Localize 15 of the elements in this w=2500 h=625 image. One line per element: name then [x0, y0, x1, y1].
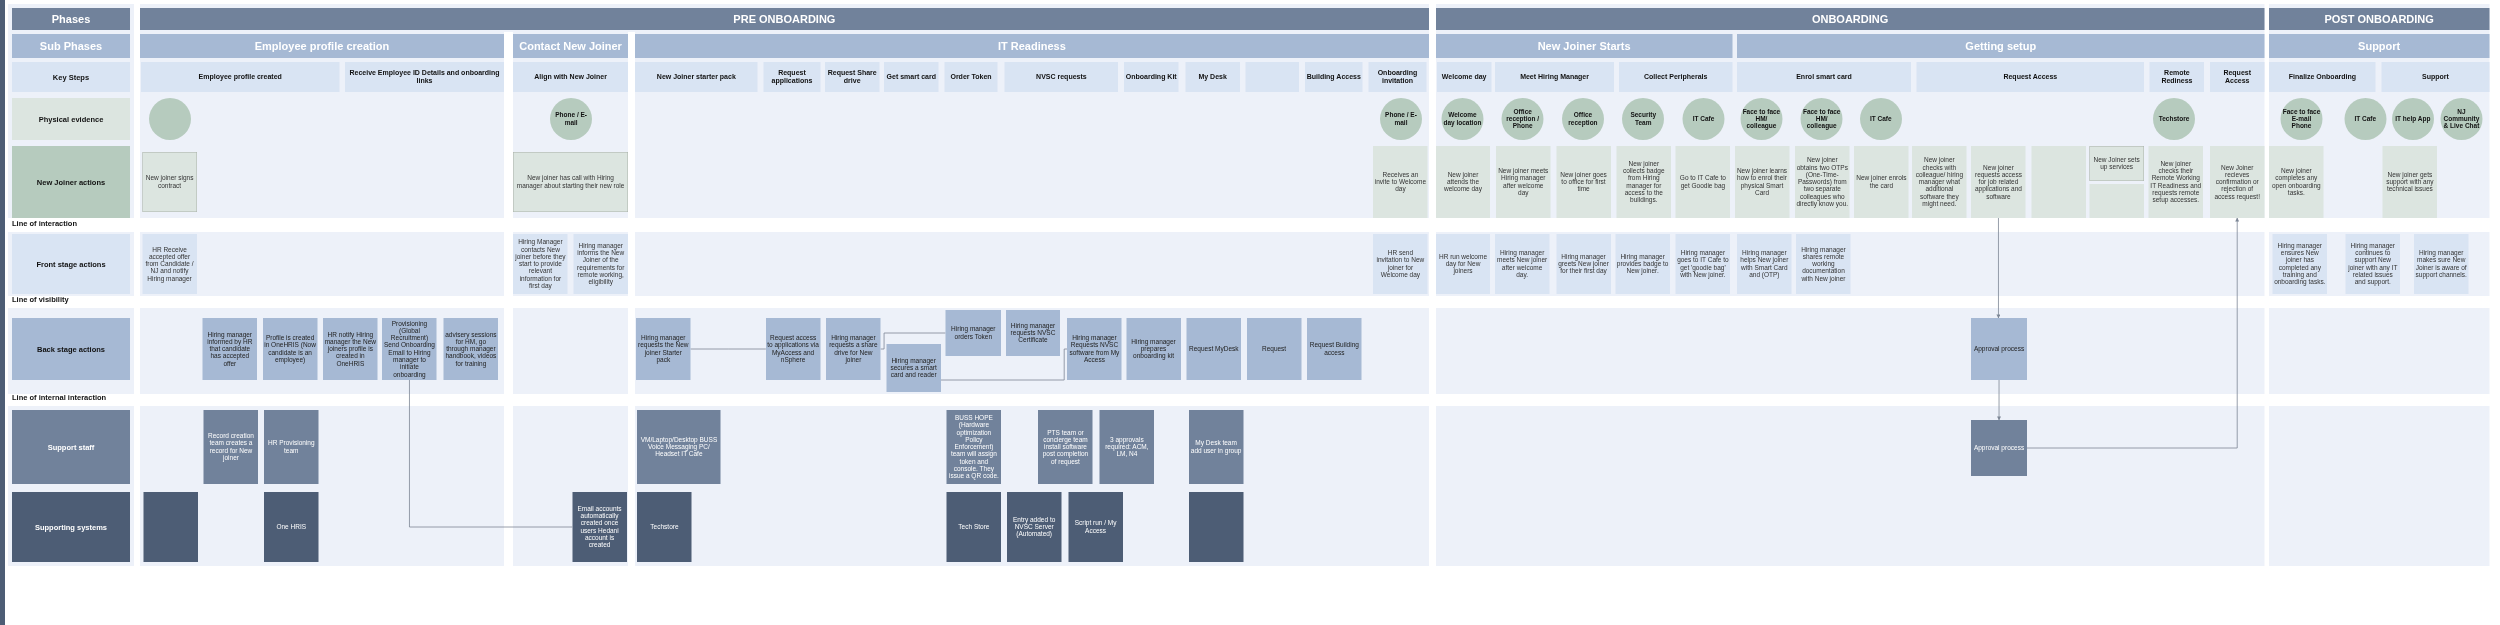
- row-header: Phases: [12, 8, 130, 30]
- joiner-action-card: [2031, 146, 2086, 218]
- phase-header: ONBOARDING: [1435, 8, 2265, 30]
- subphase-header: IT Readiness: [634, 34, 1429, 58]
- system-card: [1188, 492, 1244, 562]
- joiner-action-card: [2089, 184, 2144, 218]
- subphase-header: Getting setup: [1737, 34, 2265, 58]
- subphase-header: Employee profile creation: [140, 34, 504, 58]
- subphase-header: Contact New Joiner: [513, 34, 628, 58]
- system-card: [143, 492, 198, 562]
- phase-header: PRE ONBOARDING: [140, 8, 1429, 30]
- subphase-header: New Joiner Starts: [1435, 34, 1733, 58]
- phase-header: POST ONBOARDING: [2269, 8, 2490, 30]
- row-header: Sub Phases: [12, 34, 130, 58]
- subphase-header: Support: [2269, 34, 2490, 58]
